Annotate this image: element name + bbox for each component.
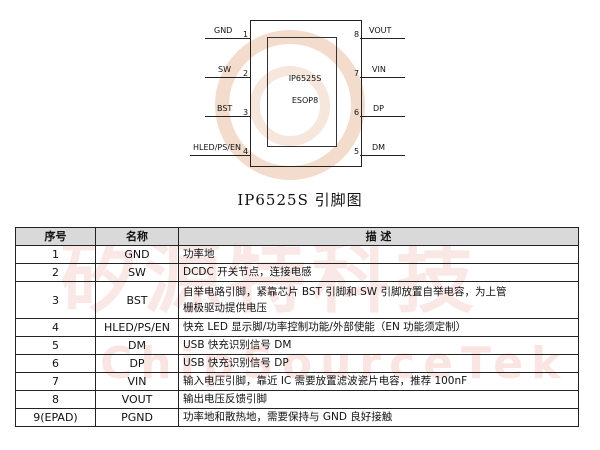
cell-no: 6 [15,354,96,373]
cell-name: PGND [95,408,179,427]
pin-4-lead [190,155,250,156]
table-row: 1 GND 功率地 [15,245,579,264]
pin-table: 序号 名称 描 述 1 GND 功率地 2 SW DCDC 开关节点，连接电感 … [15,227,579,427]
cell-name: BST [95,281,179,319]
pin-8-number: 8 [354,30,360,39]
pin-5-label: DM [372,143,386,152]
pin-2-number: 2 [243,69,249,78]
pin-1-lead [205,38,250,39]
pin-6-lead [360,116,405,117]
pin-7-label: VIN [372,65,386,74]
cell-name: GND [95,245,179,264]
pin-4-label: HLED/PS/EN [193,143,242,152]
header-no: 序号 [15,227,96,246]
pin-5-number: 5 [354,147,360,156]
pin-4-number: 4 [243,147,249,156]
cell-no: 7 [15,372,96,391]
cell-name: VIN [95,372,179,391]
cell-name: DM [95,336,179,355]
cell-desc: 输出电压反馈引脚 [178,390,579,409]
cell-no: 2 [15,263,96,282]
header-name: 名称 [95,227,179,246]
cell-desc: USB 快充识别信号 DM [178,336,579,355]
cell-name: HLED/PS/EN [95,318,179,337]
cell-no: 9(EPAD) [15,408,96,427]
table-header-row: 序号 名称 描 述 [15,227,579,246]
cell-desc-line-1: 自举电路引脚，紧靠芯片 BST 引脚和 SW 引脚放置自举电容，为上管 [183,286,507,298]
pin-1-number: 1 [243,30,249,39]
cell-desc: 快充 LED 显示脚/功率控制功能/外部使能（EN 功能须定制） [178,318,579,337]
cell-desc: 自举电路引脚，紧靠芯片 BST 引脚和 SW 引脚放置自举电容，为上管 栅极驱动… [178,281,579,319]
pin-3-lead [205,116,250,117]
cell-desc: 输入电压引脚，靠近 IC 需要放置滤波瓷片电容，推荐 100nF [178,372,579,391]
watermark-logo-inner [250,66,330,146]
table-row: 9(EPAD) PGND 功率地和散热地，需要保持与 GND 良好接触 [15,408,579,427]
pin-8-lead [360,38,405,39]
chip-package: ESOP8 [291,96,319,105]
pin-3-label: BST [217,104,233,113]
pin-2-lead [205,77,250,78]
cell-no: 8 [15,390,96,409]
pin-8-label: VOUT [369,26,392,35]
pin-6-number: 6 [354,108,360,117]
table-row: 7 VIN 输入电压引脚，靠近 IC 需要放置滤波瓷片电容，推荐 100nF [15,372,579,391]
header-desc: 描 述 [178,227,579,246]
pin-6-label: DP [373,104,384,113]
chip-die [267,37,337,147]
table-row: 6 DP USB 快充识别信号 DP [15,354,579,373]
pin-7-lead [360,77,405,78]
pin-3-number: 3 [243,108,249,117]
diagram-caption: IP6525S 引脚图 [237,191,363,209]
chip-body [250,20,362,167]
cell-name: DP [95,354,179,373]
table-row: 5 DM USB 快充识别信号 DM [15,336,579,355]
table-row: 2 SW DCDC 开关节点，连接电感 [15,263,579,282]
table-row: 3 BST 自举电路引脚，紧靠芯片 BST 引脚和 SW 引脚放置自举电容，为上… [15,281,579,319]
cell-desc-line-2: 栅极驱动提供电压 [183,302,267,314]
cell-desc: DCDC 开关节点，连接电感 [178,263,579,282]
cell-desc: 功率地 [178,245,579,264]
pin-2-label: SW [218,65,231,74]
pin-1-label: GND [214,26,233,35]
cell-desc: USB 快充识别信号 DP [178,354,579,373]
cell-no: 5 [15,336,96,355]
pin-7-number: 7 [354,69,360,78]
pin-5-lead [360,155,405,156]
table-row: 4 HLED/PS/EN 快充 LED 显示脚/功率控制功能/外部使能（EN 功… [15,318,579,337]
cell-name: VOUT [95,390,179,409]
cell-no: 3 [15,281,96,319]
cell-desc: 功率地和散热地，需要保持与 GND 良好接触 [178,408,579,427]
cell-no: 1 [15,245,96,264]
cell-name: SW [95,263,179,282]
table-row: 8 VOUT 输出电压反馈引脚 [15,390,579,409]
cell-no: 4 [15,318,96,337]
chip-name: IP6525S [288,74,322,83]
